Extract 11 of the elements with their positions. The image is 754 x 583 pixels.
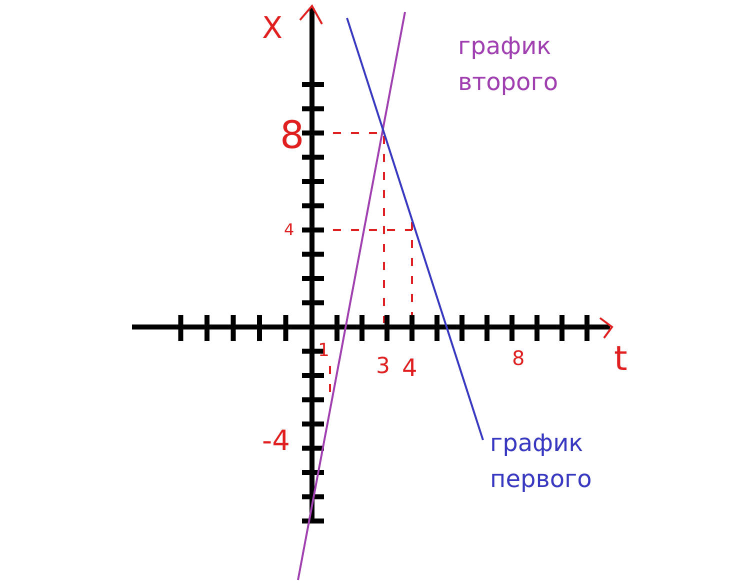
graph-label: график первого [490,428,593,495]
tick-label: 4 [284,222,294,238]
tick-label: -4 [262,427,290,455]
axis-label: t [614,342,628,376]
axis-label: X [262,14,283,44]
tick-label: 1 [318,342,330,360]
graph-label: график второго [458,31,558,98]
tick-label: 3 [376,356,390,378]
tick-label: 4 [402,356,418,380]
tick-label: 8 [280,116,304,154]
tick-label: 8 [512,348,525,368]
